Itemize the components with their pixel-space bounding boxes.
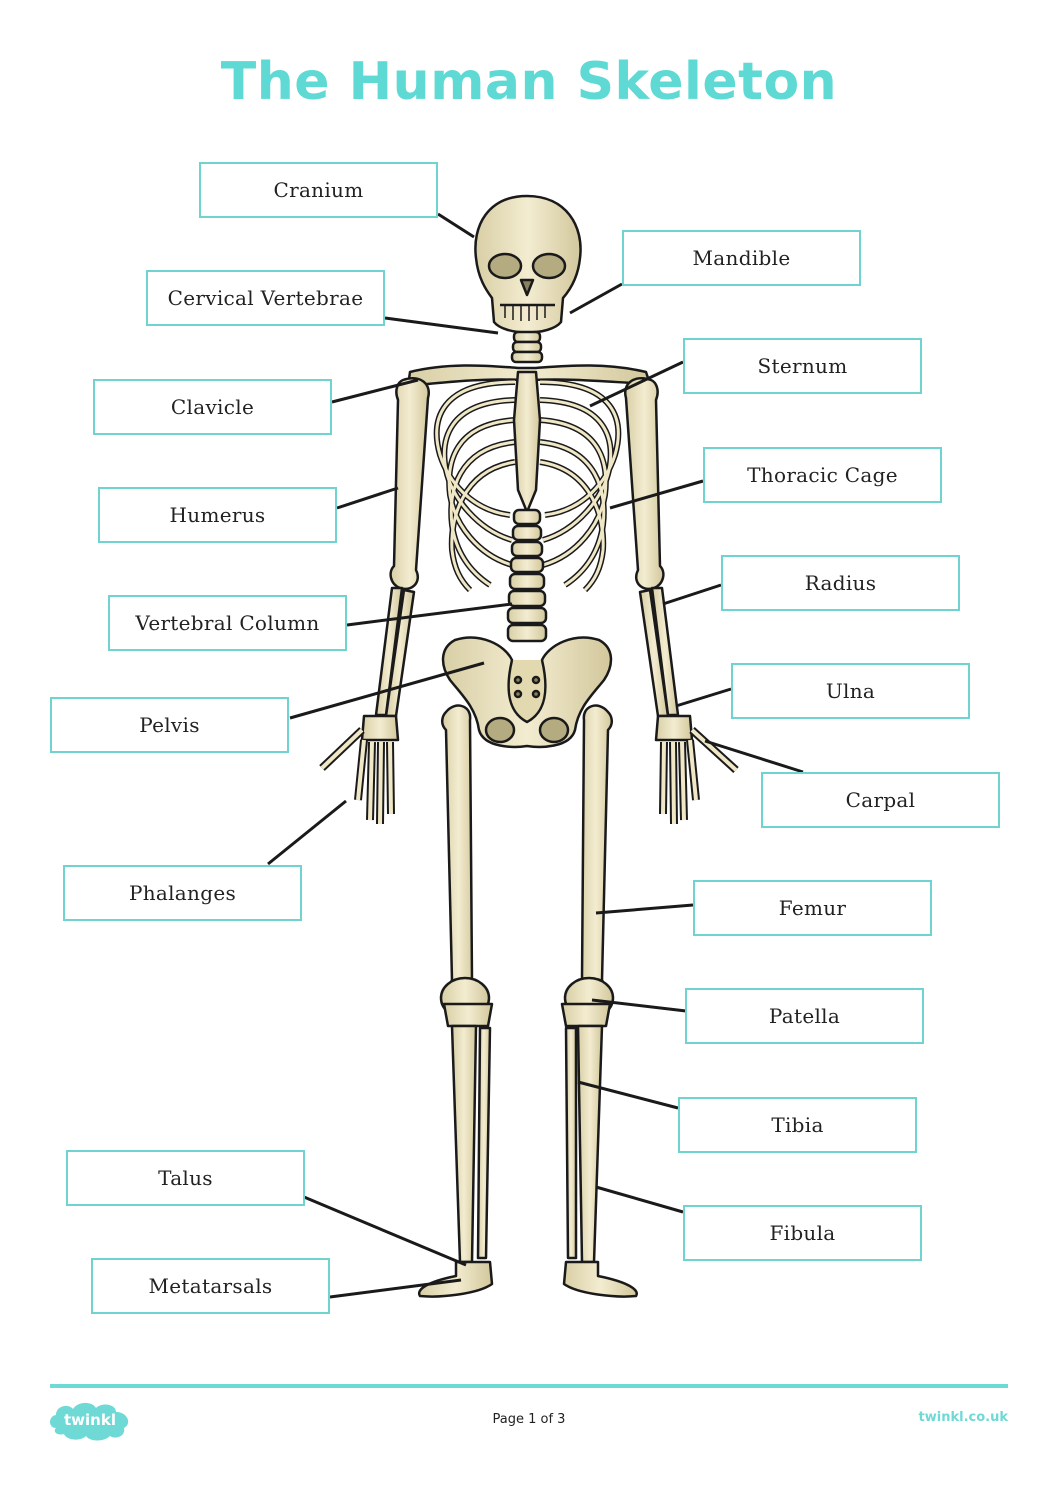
rib-cage-fill bbox=[435, 380, 620, 592]
label-humerus: Humerus bbox=[98, 487, 337, 543]
right-femur bbox=[578, 704, 613, 1002]
leader-pelvis bbox=[289, 661, 485, 720]
skeleton-illustration bbox=[319, 194, 739, 1298]
leader-mandible bbox=[569, 282, 623, 315]
leader-patella bbox=[591, 998, 687, 1013]
label-vertebral-column: Vertebral Column bbox=[108, 595, 347, 651]
leader-cervical-vertebrae bbox=[384, 316, 499, 335]
footer-divider bbox=[50, 1384, 1008, 1388]
left-humerus bbox=[389, 377, 431, 591]
site-url[interactable]: twinkl.co.uk bbox=[918, 1410, 1008, 1425]
sternum bbox=[512, 370, 542, 514]
leader-phalanges bbox=[267, 799, 347, 866]
skull bbox=[474, 194, 582, 334]
leader-tibia bbox=[577, 1080, 679, 1110]
twinkl-logo: twinkl bbox=[50, 1402, 129, 1441]
label-phalanges: Phalanges bbox=[63, 865, 302, 921]
label-radius: Radius bbox=[721, 555, 960, 611]
leader-femur bbox=[595, 903, 694, 915]
leader-cranium bbox=[437, 212, 475, 239]
left-fibula bbox=[476, 1026, 492, 1260]
label-clavicle: Clavicle bbox=[93, 379, 332, 435]
right-tibia bbox=[576, 1024, 604, 1264]
leader-fibula bbox=[595, 1185, 684, 1214]
logo-text: twinkl bbox=[64, 1411, 116, 1429]
pelvis-bone bbox=[441, 636, 613, 749]
label-thoracic-cage: Thoracic Cage bbox=[703, 447, 942, 503]
label-ulna: Ulna bbox=[731, 663, 970, 719]
leader-humerus bbox=[336, 486, 399, 510]
right-fibula bbox=[564, 1026, 578, 1260]
leader-metatarsals bbox=[329, 1278, 462, 1299]
label-cervical-vertebrae: Cervical Vertebrae bbox=[146, 270, 385, 326]
label-pelvis: Pelvis bbox=[50, 697, 289, 753]
label-metatarsals: Metatarsals bbox=[91, 1258, 330, 1314]
label-femur: Femur bbox=[693, 880, 932, 936]
left-hand bbox=[319, 714, 400, 825]
leader-lines bbox=[267, 212, 804, 1299]
label-carpal: Carpal bbox=[761, 772, 1000, 828]
leader-thoracic-cage bbox=[609, 479, 704, 510]
leader-radius bbox=[662, 583, 722, 606]
spine bbox=[506, 508, 548, 643]
right-humerus bbox=[623, 377, 665, 591]
label-mandible: Mandible bbox=[622, 230, 861, 286]
leader-ulna bbox=[675, 687, 732, 708]
left-knee-base bbox=[442, 1002, 494, 1028]
leader-carpal bbox=[704, 739, 804, 774]
right-foot bbox=[562, 1260, 638, 1298]
label-tibia: Tibia bbox=[678, 1097, 917, 1153]
label-patella: Patella bbox=[685, 988, 924, 1044]
leader-clavicle bbox=[331, 378, 419, 404]
leader-sternum bbox=[589, 360, 684, 408]
left-femur bbox=[441, 704, 476, 1002]
label-talus: Talus bbox=[66, 1150, 305, 1206]
right-knee-base bbox=[560, 1002, 612, 1028]
left-tibia bbox=[450, 1024, 478, 1264]
page-title: The Human Skeleton bbox=[220, 52, 838, 112]
leader-vertebral-column bbox=[346, 602, 513, 627]
right-hand bbox=[654, 714, 739, 825]
label-sternum: Sternum bbox=[683, 338, 922, 394]
label-cranium: Cranium bbox=[199, 162, 438, 218]
label-fibula: Fibula bbox=[683, 1205, 922, 1261]
page-number: Page 1 of 3 bbox=[492, 1412, 566, 1427]
neck bbox=[510, 330, 544, 364]
leader-talus bbox=[303, 1195, 467, 1267]
